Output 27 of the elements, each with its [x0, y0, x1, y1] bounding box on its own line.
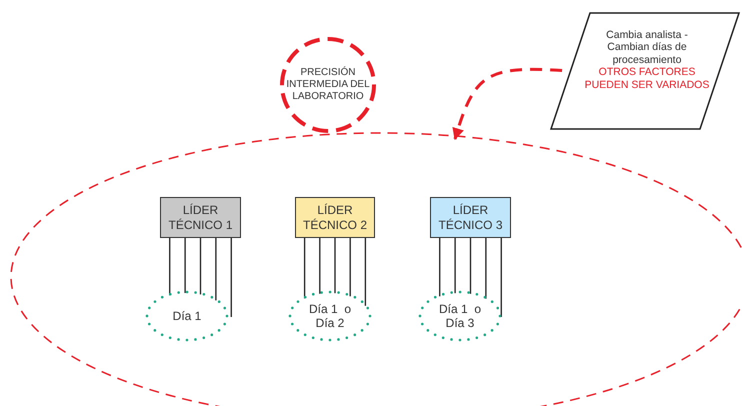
connector-line — [200, 238, 202, 294]
note-text: Cambia analista - Cambian días de procesamiento — [605, 28, 689, 66]
connector-line — [169, 238, 170, 296]
connector-line — [500, 238, 502, 317]
note-text: OTROS FACTORES PUEDEN SER VARIADOS — [584, 66, 710, 92]
title-label: PRECISIÓN INTERMEDIA DEL LABORATORIO — [285, 67, 371, 103]
box-label: LÍDER TÉCNICO 1 — [167, 203, 234, 232]
connector-line — [230, 238, 232, 317]
day-label: Día 1 o Día 2 — [308, 302, 352, 330]
connector-line — [334, 238, 336, 294]
connector-line — [470, 238, 472, 294]
connector-line — [350, 238, 351, 296]
connector-line — [439, 238, 440, 296]
box-label: LÍDER TÉCNICO 3 — [437, 203, 504, 232]
connector-line — [319, 238, 320, 294]
box-label: LÍDER TÉCNICO 2 — [302, 203, 368, 232]
connector-line — [304, 238, 306, 298]
process-box — [430, 197, 511, 238]
connector-line — [454, 238, 456, 294]
connector-line — [184, 238, 186, 294]
process-box — [295, 197, 375, 238]
day-label: Día 1 o Día 3 — [438, 302, 482, 330]
connector-line — [485, 238, 487, 299]
connector-line — [364, 238, 366, 306]
process-box — [160, 197, 241, 238]
connector-line — [215, 238, 217, 300]
day-label: Día 1 — [172, 308, 202, 324]
